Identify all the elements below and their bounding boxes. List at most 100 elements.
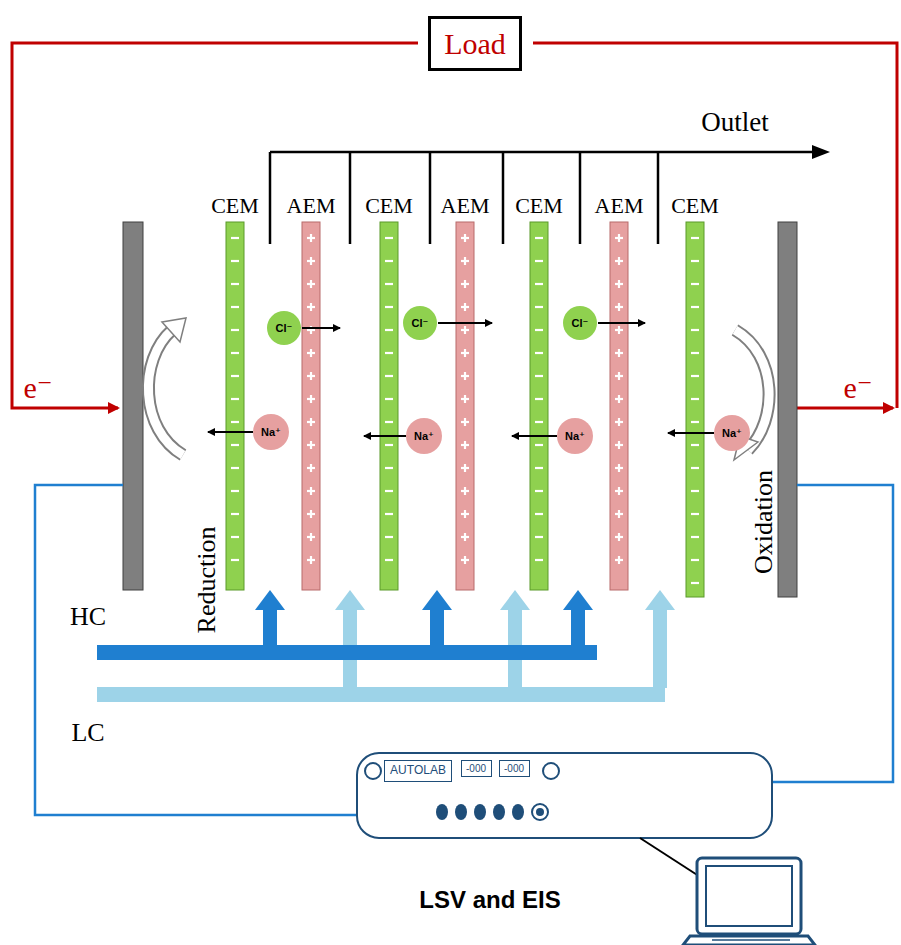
charge-mark: [535, 398, 543, 400]
charge-mark: [691, 375, 699, 377]
node-text: -000: [466, 763, 486, 774]
charge-mark: [310, 349, 312, 357]
charge-mark: [535, 421, 543, 423]
charge-mark: [535, 237, 543, 239]
charge-mark: [385, 260, 393, 262]
charge-mark: [231, 467, 239, 469]
ion-circle: Cl⁻: [403, 306, 437, 340]
charge-mark: [464, 418, 466, 426]
electron-label: e⁻: [841, 373, 874, 403]
membrane-label: AEM: [287, 195, 336, 217]
node-text: Cl⁻: [572, 317, 589, 329]
charge-mark: [231, 306, 239, 308]
charge-mark: [618, 556, 620, 564]
charge-mark: [385, 421, 393, 423]
node-text: Na⁺: [565, 430, 585, 442]
charge-mark: [385, 536, 393, 538]
charge-mark: [535, 283, 543, 285]
socket: [493, 804, 505, 820]
charge-mark: [691, 582, 699, 584]
technique-label: LSV and EIS: [419, 888, 560, 912]
charge-mark: [385, 490, 393, 492]
anion-exchange-membrane: [610, 222, 628, 590]
charge-mark: [385, 375, 393, 377]
charge-mark: [691, 237, 699, 239]
charge-mark: [310, 441, 312, 449]
socket: [512, 804, 524, 820]
feed-label: HC: [70, 604, 106, 630]
charge-mark: [310, 280, 312, 288]
charge-mark: [618, 533, 620, 541]
socket: [536, 808, 544, 816]
charge-mark: [310, 487, 312, 495]
node-text: Na⁺: [722, 427, 742, 439]
ion-circle: Cl⁻: [563, 306, 597, 340]
charge-mark: [231, 375, 239, 377]
charge-mark: [691, 513, 699, 515]
membrane-label: CEM: [211, 195, 259, 217]
charge-mark: [464, 349, 466, 357]
charge-mark: [310, 372, 312, 380]
node-text: Na⁺: [414, 430, 434, 442]
charge-mark: [385, 398, 393, 400]
charge-mark: [310, 395, 312, 403]
charge-mark: [535, 536, 543, 538]
charge-mark: [231, 490, 239, 492]
node-text: AUTOLAB: [390, 764, 446, 777]
charge-mark: [618, 280, 620, 288]
charge-mark: [535, 467, 543, 469]
charge-mark: [464, 533, 466, 541]
charge-mark: [385, 467, 393, 469]
charge-mark: [310, 418, 312, 426]
charge-mark: [464, 372, 466, 380]
charge-mark: [618, 257, 620, 265]
instrument-display: -000: [461, 760, 492, 777]
laptop-icon: [683, 858, 815, 945]
charge-mark: [310, 556, 312, 564]
ion-circle: Na⁺: [406, 418, 442, 454]
charge-mark: [385, 237, 393, 239]
charge-mark: [691, 329, 699, 331]
charge-mark: [310, 464, 312, 472]
charge-mark: [385, 283, 393, 285]
membrane-label: CEM: [515, 195, 563, 217]
charge-mark: [535, 375, 543, 377]
instrument-display: -000: [499, 760, 530, 777]
charge-mark: [691, 283, 699, 285]
socket: [532, 804, 548, 820]
charge-mark: [691, 467, 699, 469]
reaction-arrows: [148, 318, 769, 460]
charge-mark: [535, 260, 543, 262]
charge-mark: [231, 352, 239, 354]
ion-circle: Na⁺: [557, 418, 593, 454]
charge-mark: [464, 510, 466, 518]
membrane-label: AEM: [441, 195, 490, 217]
charge-mark: [231, 237, 239, 239]
outlet-label: Outlet: [701, 109, 769, 136]
charge-mark: [385, 352, 393, 354]
cation-exchange-membrane: [530, 222, 548, 590]
charge-mark: [535, 513, 543, 515]
charge-mark: [231, 329, 239, 331]
socket: [455, 804, 467, 820]
node-text: Cl⁻: [412, 317, 429, 329]
anion-exchange-membrane: [456, 222, 474, 590]
charge-mark: [691, 559, 699, 561]
charge-mark: [691, 398, 699, 400]
cathode-electrode: [123, 222, 143, 590]
socket: [474, 804, 486, 820]
charge-mark: [618, 303, 620, 311]
charge-mark: [231, 260, 239, 262]
charge-mark: [464, 464, 466, 472]
charge-mark: [535, 490, 543, 492]
charge-mark: [535, 559, 543, 561]
charge-mark: [691, 352, 699, 354]
electron-label: e⁻: [21, 373, 54, 403]
charge-mark: [618, 487, 620, 495]
charge-mark: [385, 559, 393, 561]
feed-label: LC: [71, 720, 104, 746]
membrane-label: AEM: [595, 195, 644, 217]
electrode-reaction: Oxidation: [751, 470, 777, 574]
charge-mark: [231, 559, 239, 561]
